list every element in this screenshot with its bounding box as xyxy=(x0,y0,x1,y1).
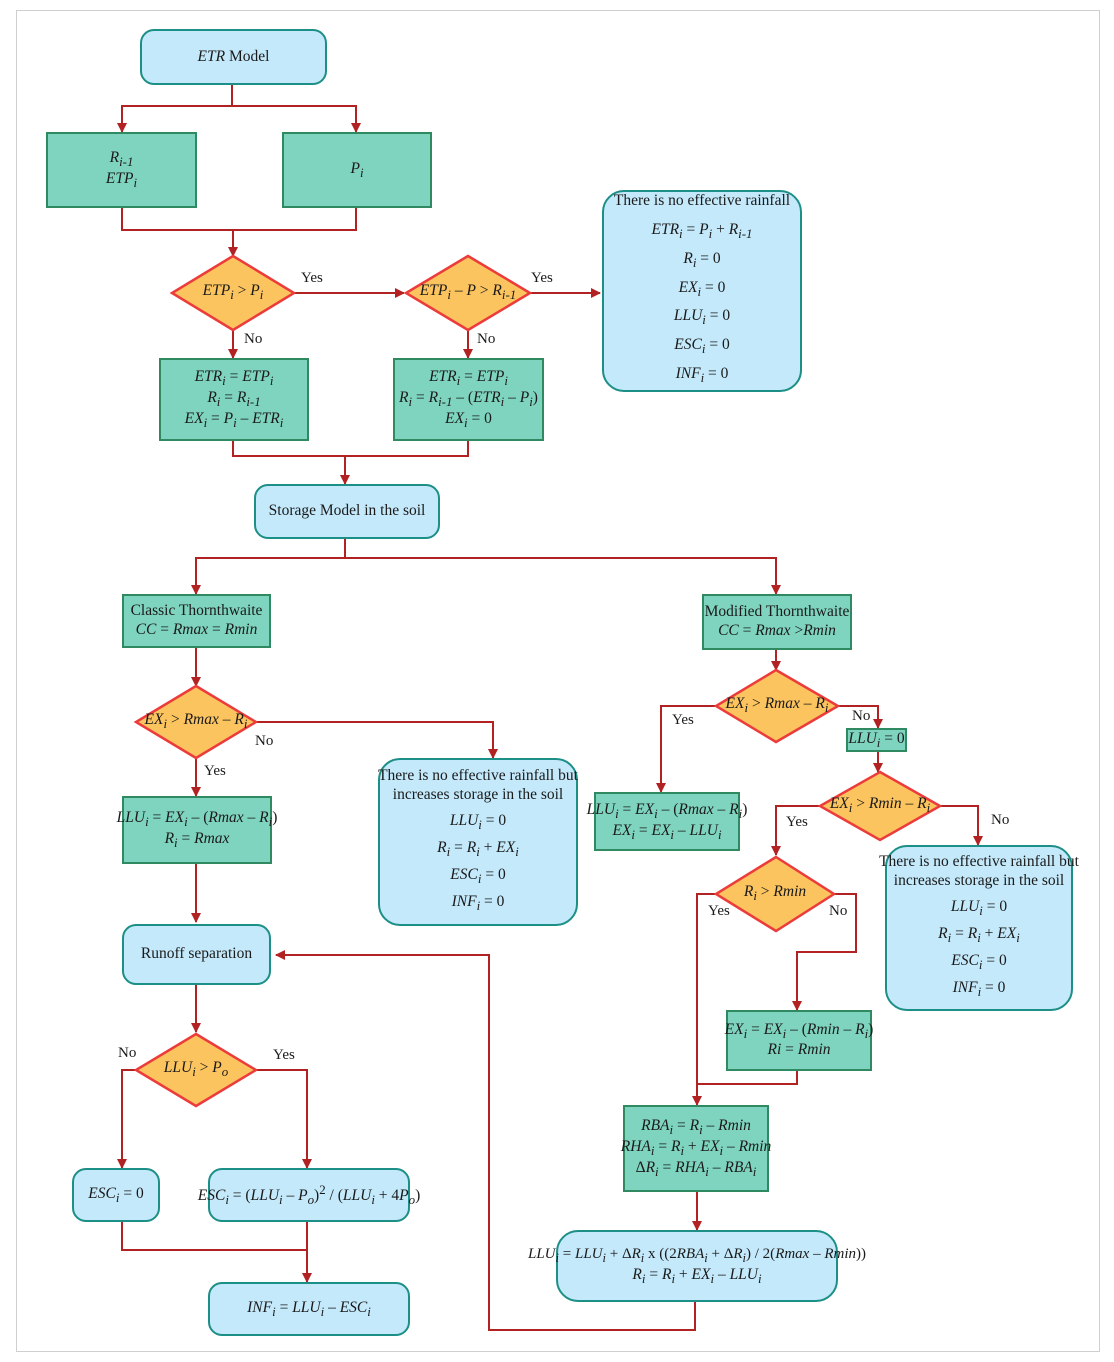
figure-frame xyxy=(16,10,1100,1352)
label-yes: Yes xyxy=(273,1047,295,1063)
llu-zero-box: LLUi = 0 xyxy=(846,728,907,752)
connector xyxy=(255,721,498,759)
esc-formula-box: ESCi = (LLUi – Po)2 / (LLUi + 4Po) xyxy=(198,1168,420,1222)
label-no: No xyxy=(852,708,871,724)
decision-diamond xyxy=(133,1032,259,1108)
input-p-box: Pi xyxy=(282,132,432,208)
decision-llu-gt-po: LLUi > Po xyxy=(163,1059,229,1080)
inf-formula-box: INFi = LLUi – ESCi xyxy=(208,1282,410,1336)
inputs-r-etp-box: Ri-1 ETPi xyxy=(46,132,197,208)
decision-diamond xyxy=(403,254,533,332)
decision-diamond xyxy=(817,770,943,842)
connector xyxy=(771,805,820,856)
label-yes: Yes xyxy=(786,814,808,830)
modified-no-effective-rainfall-box: There is no effective rainfall but incre… xyxy=(879,845,1079,1011)
connector xyxy=(232,105,361,133)
label-yes: Yes xyxy=(672,712,694,728)
storage-model-label: Storage Model in the soil xyxy=(268,502,426,520)
ex-rmin-box: EXi = EXi – (Rmin – Ri) Ri = Rmin xyxy=(725,1010,873,1071)
classic-llu-box: LLUi = EXi – (Rmax – Ri) Ri = Rmax xyxy=(117,796,277,864)
label-no: No xyxy=(118,1045,137,1061)
classic-no-effective-rainfall-box: There is no effective rainfall but incre… xyxy=(378,758,578,926)
connector xyxy=(121,1222,308,1251)
decision-ex-gt-rmax-minus-r: EXi > Rmax – Ri xyxy=(144,711,248,732)
label-no: No xyxy=(244,331,263,347)
etr-model-label: ETR Model xyxy=(197,47,270,65)
connector xyxy=(256,1069,312,1169)
connector xyxy=(697,1071,798,1085)
connector xyxy=(121,208,357,231)
classic-thornthwaite-box: Classic Thornthwaite CC = Rmax = Rmin xyxy=(122,594,271,648)
connector xyxy=(838,705,883,729)
no-effective-rainfall-title: There is no effective rainfall xyxy=(613,192,791,210)
connector xyxy=(656,705,717,793)
decision-diamond xyxy=(169,254,297,332)
runoff-separation-box: Runoff separation xyxy=(122,924,271,985)
connector xyxy=(117,1069,137,1169)
decision-modified-ex-gt-rmax: EXi > Rmax – Ri xyxy=(725,695,829,716)
etr-soil-reserve-box: ETRi = ETPi Ri = Ri-1 – (ETRi – Pi) EXi … xyxy=(393,358,544,441)
decision-ex-gt-rmin-minus-r: EXi > Rmin – Ri xyxy=(829,795,931,816)
connector xyxy=(117,84,233,133)
modified-thornthwaite-box: Modified Thornthwaite CC = Rmax >Rmin xyxy=(702,594,852,650)
final-llu-box: LLUi = LLUi + ΔRi x ((2RBAi + ΔRi) / 2(R… xyxy=(528,1230,866,1302)
label-yes: Yes xyxy=(204,763,226,779)
runoff-separation-label: Runoff separation xyxy=(140,945,253,963)
label-yes: Yes xyxy=(708,903,730,919)
classic-thornthwaite-title: Classic Thornthwaite xyxy=(130,602,263,620)
decision-etp-gt-p: ETPi > Pi xyxy=(202,282,264,303)
label-no: No xyxy=(477,331,496,347)
decision-r-gt-rmin: Ri > Rmin xyxy=(743,883,807,904)
no-effective-rainfall-box: There is no effective rainfall ETRi = Pi… xyxy=(602,190,802,392)
modified-llu-box: LLUi = EXi – (Rmax – Ri) EXi = EXi – LLU… xyxy=(587,792,747,851)
decision-diamond xyxy=(713,855,837,933)
label-no: No xyxy=(255,733,274,749)
connector xyxy=(232,441,469,457)
connector xyxy=(792,893,857,1011)
etr-model-box: ETR Model xyxy=(140,29,327,85)
label-yes: Yes xyxy=(301,270,323,286)
esc-zero-box: ESCi = 0 xyxy=(72,1168,160,1222)
label-no: No xyxy=(829,903,848,919)
connector xyxy=(692,893,716,1106)
decision-etp-minus-p: ETPi – P > Ri-1 xyxy=(419,282,517,303)
rba-rha-box: RBAi = Ri – Rmin RHAi = Ri + EXi – Rmin … xyxy=(621,1105,771,1192)
decision-diamond xyxy=(713,668,841,744)
connector xyxy=(275,950,696,1331)
storage-model-box: Storage Model in the soil xyxy=(254,484,440,539)
decision-diamond xyxy=(133,684,259,760)
modified-thornthwaite-title: Modified Thornthwaite xyxy=(704,603,850,621)
etr-equals-etp-box: ETRi = ETPi Ri = Ri-1 EXi = Pi – ETRi xyxy=(159,358,309,441)
connector xyxy=(940,805,983,846)
connector xyxy=(191,539,346,595)
connector xyxy=(345,557,781,595)
label-no: No xyxy=(991,812,1010,828)
label-yes: Yes xyxy=(531,270,553,286)
